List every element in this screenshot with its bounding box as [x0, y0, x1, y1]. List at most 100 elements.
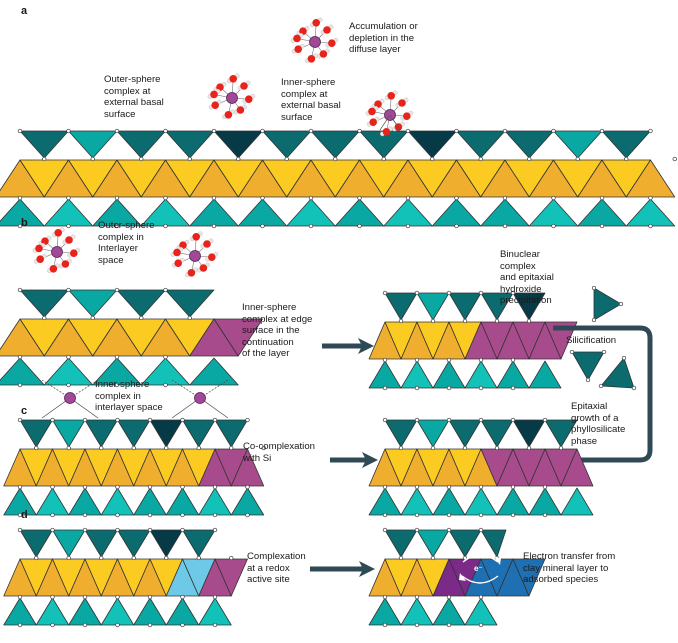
- oxygen-node: [551, 223, 556, 229]
- oxygen-node: [66, 223, 71, 229]
- lower-tetrahedron: [189, 198, 239, 227]
- oxygen-node: [212, 527, 218, 533]
- label-epitaxial-growth: Epitaxial growth of a phyllosilicate pha…: [571, 401, 626, 447]
- oxygen-node: [591, 285, 597, 291]
- oxygen-node: [382, 512, 388, 518]
- oxygen-node: [591, 317, 597, 323]
- outer-sphere-interlayer-ion-2: [189, 250, 201, 262]
- oxygen-node: [382, 290, 388, 296]
- oxygen-node: [212, 484, 218, 490]
- upper-tetrahedron: [480, 529, 507, 558]
- oxygen-node: [478, 156, 483, 162]
- oxygen-node: [82, 622, 88, 628]
- oxygen-node: [180, 417, 185, 423]
- oxygen-atom: [211, 101, 219, 109]
- lower-tetrahedron: [165, 597, 200, 626]
- oxygen-node: [333, 156, 338, 162]
- oxygen-node: [502, 128, 508, 134]
- oxygen-node: [90, 156, 95, 162]
- octahedral-cell: [544, 321, 578, 360]
- oxygen-node: [414, 357, 420, 363]
- oxygen-node: [114, 382, 120, 388]
- oxygen-atom: [307, 55, 316, 63]
- oxygen-node: [131, 555, 136, 561]
- oxygen-node: [430, 318, 436, 324]
- oxygen-node: [66, 555, 71, 561]
- oxygen-node: [414, 622, 420, 628]
- oxygen-node: [82, 417, 88, 423]
- oxygen-atom: [319, 50, 328, 58]
- oxygen-node: [82, 484, 88, 490]
- oxygen-node: [260, 223, 265, 229]
- oxygen-node: [114, 195, 120, 201]
- oxygen-node: [308, 128, 314, 134]
- upper-tetrahedron: [117, 419, 151, 448]
- oxygen-node: [618, 301, 624, 307]
- oxygen-node: [42, 156, 47, 162]
- upper-tetrahedron: [416, 529, 450, 558]
- oxygen-node: [17, 622, 23, 628]
- oxygen-node: [147, 512, 153, 518]
- oxygen-node: [17, 382, 23, 388]
- oxygen-node: [357, 223, 362, 229]
- inner-sphere-interlayer-ion-2: [194, 392, 206, 404]
- oxygen-node: [405, 195, 411, 201]
- upper-tetrahedron: [182, 419, 216, 448]
- oxygen-node: [382, 594, 388, 600]
- oxygen-node: [245, 417, 250, 423]
- oxygen-node: [147, 594, 153, 600]
- upper-tetrahedron: [448, 292, 482, 321]
- lower-tetrahedron: [432, 597, 466, 626]
- oxygen-node: [446, 417, 452, 423]
- oxygen-node: [66, 195, 71, 201]
- upper-tetrahedron: [384, 529, 418, 558]
- oxygen-node: [478, 385, 484, 391]
- upper-tetrahedron: [19, 130, 69, 159]
- upper-tetrahedron: [214, 419, 248, 448]
- oxygen-node: [42, 315, 47, 321]
- oxygen-node: [502, 195, 508, 201]
- oxygen-node: [510, 417, 516, 423]
- upper-tetrahedron: [84, 419, 118, 448]
- oxygen-node: [164, 445, 169, 451]
- panel-letter-a: a: [21, 5, 28, 17]
- oxygen-node: [357, 195, 362, 201]
- oxygen-node: [446, 622, 452, 628]
- oxygen-atom: [35, 244, 43, 253]
- oxygen-node: [526, 445, 532, 451]
- oxygen-node: [114, 287, 120, 293]
- oxygen-node: [131, 445, 136, 451]
- oxygen-atom: [61, 260, 70, 268]
- oxygen-node: [163, 223, 168, 229]
- upper-tetrahedron: [165, 130, 215, 159]
- oxygen-node: [648, 128, 653, 134]
- upper-tetrahedron: [480, 292, 514, 321]
- arrow-head: [358, 338, 374, 354]
- oxygen-node: [50, 594, 55, 600]
- oxygen-node: [90, 315, 95, 321]
- oxygen-node: [478, 527, 484, 533]
- oxygen-node: [260, 128, 265, 134]
- oxygen-node: [114, 128, 120, 134]
- oxygen-atom: [199, 264, 208, 272]
- lower-tetrahedron: [68, 487, 102, 516]
- oxygen-node: [115, 484, 120, 490]
- oxygen-node: [66, 382, 71, 388]
- lower-tetrahedron: [100, 597, 135, 626]
- arrow-head: [362, 452, 378, 468]
- oxygen-node: [114, 354, 120, 360]
- oxygen-node: [551, 195, 556, 201]
- oxygen-node: [527, 156, 532, 162]
- electron-symbol: e⁻: [474, 564, 483, 573]
- lower-tetrahedron: [464, 487, 498, 516]
- electron-arrow-head: [494, 557, 501, 565]
- oxygen-node: [502, 223, 508, 229]
- oxygen-node: [99, 445, 104, 451]
- oxygen-node: [478, 512, 484, 518]
- lower-tetrahedron: [528, 198, 579, 227]
- oxygen-atom: [224, 111, 233, 119]
- oxygen-atom: [173, 248, 181, 257]
- oxygen-node: [180, 512, 185, 518]
- oxygen-node: [115, 594, 120, 600]
